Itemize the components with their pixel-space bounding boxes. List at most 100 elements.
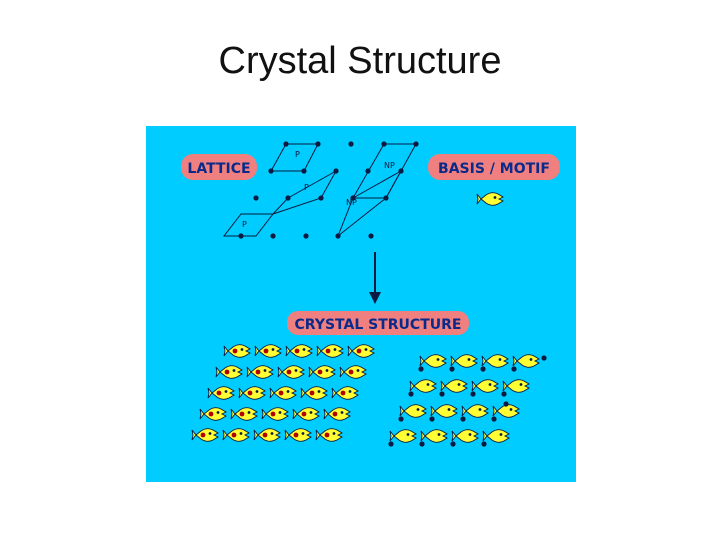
crystal-fish xyxy=(191,428,219,442)
fish-body xyxy=(265,407,289,421)
crystal-lattice-point xyxy=(216,390,222,396)
fish-body xyxy=(343,365,367,379)
fish-tail xyxy=(191,429,197,441)
crystal-lattice-point xyxy=(270,411,276,417)
fish-body xyxy=(296,407,320,421)
crystal-fish xyxy=(253,428,281,442)
lattice-point xyxy=(270,233,276,239)
fish-body xyxy=(351,344,375,358)
diagram-background xyxy=(146,126,576,482)
fish-tail xyxy=(199,408,205,420)
fish-tail xyxy=(331,387,337,399)
lattice-point xyxy=(268,168,274,174)
fish-eye xyxy=(356,369,360,372)
fish-eye xyxy=(340,411,344,414)
crystal-lattice-point xyxy=(460,416,466,422)
cell-label-non-primitive: NP xyxy=(346,198,357,207)
fish-body xyxy=(393,429,417,443)
crystal-fish xyxy=(419,354,447,368)
fish-tail xyxy=(315,429,321,441)
fish-eye xyxy=(263,369,267,372)
crystal-lattice-point xyxy=(309,390,315,396)
lattice-point xyxy=(398,168,404,174)
crystal-lattice-point xyxy=(278,390,284,396)
crystal-lattice-point xyxy=(332,411,338,417)
crystal-fish xyxy=(389,429,417,443)
fish-body xyxy=(219,365,243,379)
fish-body xyxy=(319,428,343,442)
crystal-fish xyxy=(285,344,313,358)
crystal-lattice-point xyxy=(388,441,394,447)
crystal-fish xyxy=(254,344,282,358)
crystal-fish xyxy=(277,365,305,379)
fish-body xyxy=(320,344,344,358)
crystal-lattice-point xyxy=(262,432,268,438)
cell-label-primitive: P xyxy=(295,150,300,159)
fish-eye xyxy=(348,390,352,393)
fish-eye xyxy=(317,390,321,393)
lattice-point xyxy=(301,168,307,174)
fish-body xyxy=(211,386,235,400)
crystal-lattice-point xyxy=(239,411,245,417)
fish-tail xyxy=(215,366,221,378)
lattice-point xyxy=(333,168,339,174)
crystal-lattice-point xyxy=(439,391,445,397)
crystal-fish xyxy=(323,407,351,421)
crystal-fish xyxy=(409,379,437,393)
crystal-structure-label-text: CRYSTAL STRUCTURE xyxy=(295,317,462,333)
fish-body xyxy=(250,365,274,379)
lattice-point xyxy=(368,233,374,239)
fish-tail xyxy=(450,355,456,367)
fish-eye xyxy=(255,390,259,393)
fish-eye xyxy=(271,348,275,351)
fish-tail xyxy=(461,405,467,417)
fish-body xyxy=(288,428,312,442)
crystal-lattice-point xyxy=(541,355,547,361)
crystal-structure-label-box xyxy=(287,311,469,335)
fish-eye xyxy=(247,411,251,414)
fish-eye xyxy=(302,348,306,351)
lattice-point xyxy=(383,195,389,201)
crystal-fish xyxy=(215,365,243,379)
lattice-point xyxy=(315,141,321,147)
fish-eye xyxy=(467,358,471,361)
fish-eye xyxy=(426,383,430,386)
fish-tail xyxy=(476,193,482,205)
crystal-lattice-point xyxy=(511,366,517,372)
fish-tail xyxy=(481,355,487,367)
fish-eye xyxy=(364,348,368,351)
crystal-lattice-point xyxy=(503,401,509,407)
fish-eye xyxy=(224,390,228,393)
crystal-fish xyxy=(300,386,328,400)
crystal-fish xyxy=(292,407,320,421)
lattice-point xyxy=(381,141,387,147)
fish-body xyxy=(289,344,313,358)
crystal-lattice-point xyxy=(200,432,206,438)
fish-tail xyxy=(482,430,488,442)
fish-body xyxy=(281,365,305,379)
fish-tail xyxy=(269,387,275,399)
lattice-label: LATTICE xyxy=(181,154,257,180)
cell-label-non-primitive: NP xyxy=(384,161,395,170)
fish-eye xyxy=(208,432,212,435)
crystal-structure-diagram: LATTICE BASIS / MOTIF CRYSTAL STRUCTURE … xyxy=(146,126,576,482)
fish-tail xyxy=(492,405,498,417)
crystal-lattice-point xyxy=(491,416,497,422)
fish-tail xyxy=(253,429,259,441)
crystal-lattice-point xyxy=(356,348,362,354)
fish-tail xyxy=(316,345,322,357)
crystal-lattice-point xyxy=(286,369,292,375)
fish-eye xyxy=(294,369,298,372)
fish-eye xyxy=(478,408,482,411)
fish-eye xyxy=(239,432,243,435)
fish-body xyxy=(227,344,251,358)
crystal-fish xyxy=(331,386,359,400)
fish-tail xyxy=(308,366,314,378)
fish-tail xyxy=(222,429,228,441)
fish-eye xyxy=(270,432,274,435)
crystal-lattice-point xyxy=(470,391,476,397)
lattice-point xyxy=(285,195,291,201)
crystal-fish xyxy=(502,379,530,393)
fish-body xyxy=(312,365,336,379)
